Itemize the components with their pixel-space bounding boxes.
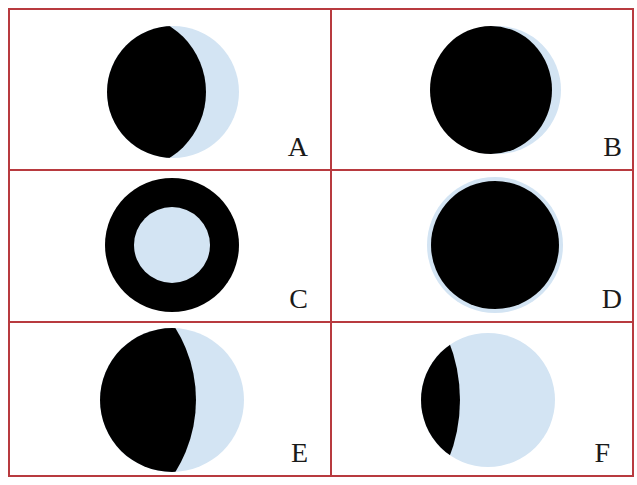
panel-letter: E xyxy=(291,439,308,467)
panel-letter: C xyxy=(289,285,308,313)
eclipse-panel: C xyxy=(8,169,332,323)
eclipse-panel: F xyxy=(330,321,634,477)
eclipse-panel: D xyxy=(330,169,634,323)
moon-disk xyxy=(0,264,196,485)
moon-disk xyxy=(50,14,206,170)
moon-disk xyxy=(140,240,460,485)
moon-disk xyxy=(430,26,552,154)
panel-letter: B xyxy=(603,133,622,161)
eclipse-panel: E xyxy=(8,321,332,477)
corona-ring xyxy=(427,177,563,313)
moon-ring xyxy=(105,178,239,312)
panel-letter: A xyxy=(288,133,308,161)
panel-letter: D xyxy=(602,285,622,313)
sun-disk xyxy=(134,207,210,283)
eclipse-panel: A xyxy=(8,8,332,171)
moon-disk xyxy=(431,181,559,309)
panel-letter: F xyxy=(594,439,610,467)
eclipse-panel: B xyxy=(330,8,634,171)
